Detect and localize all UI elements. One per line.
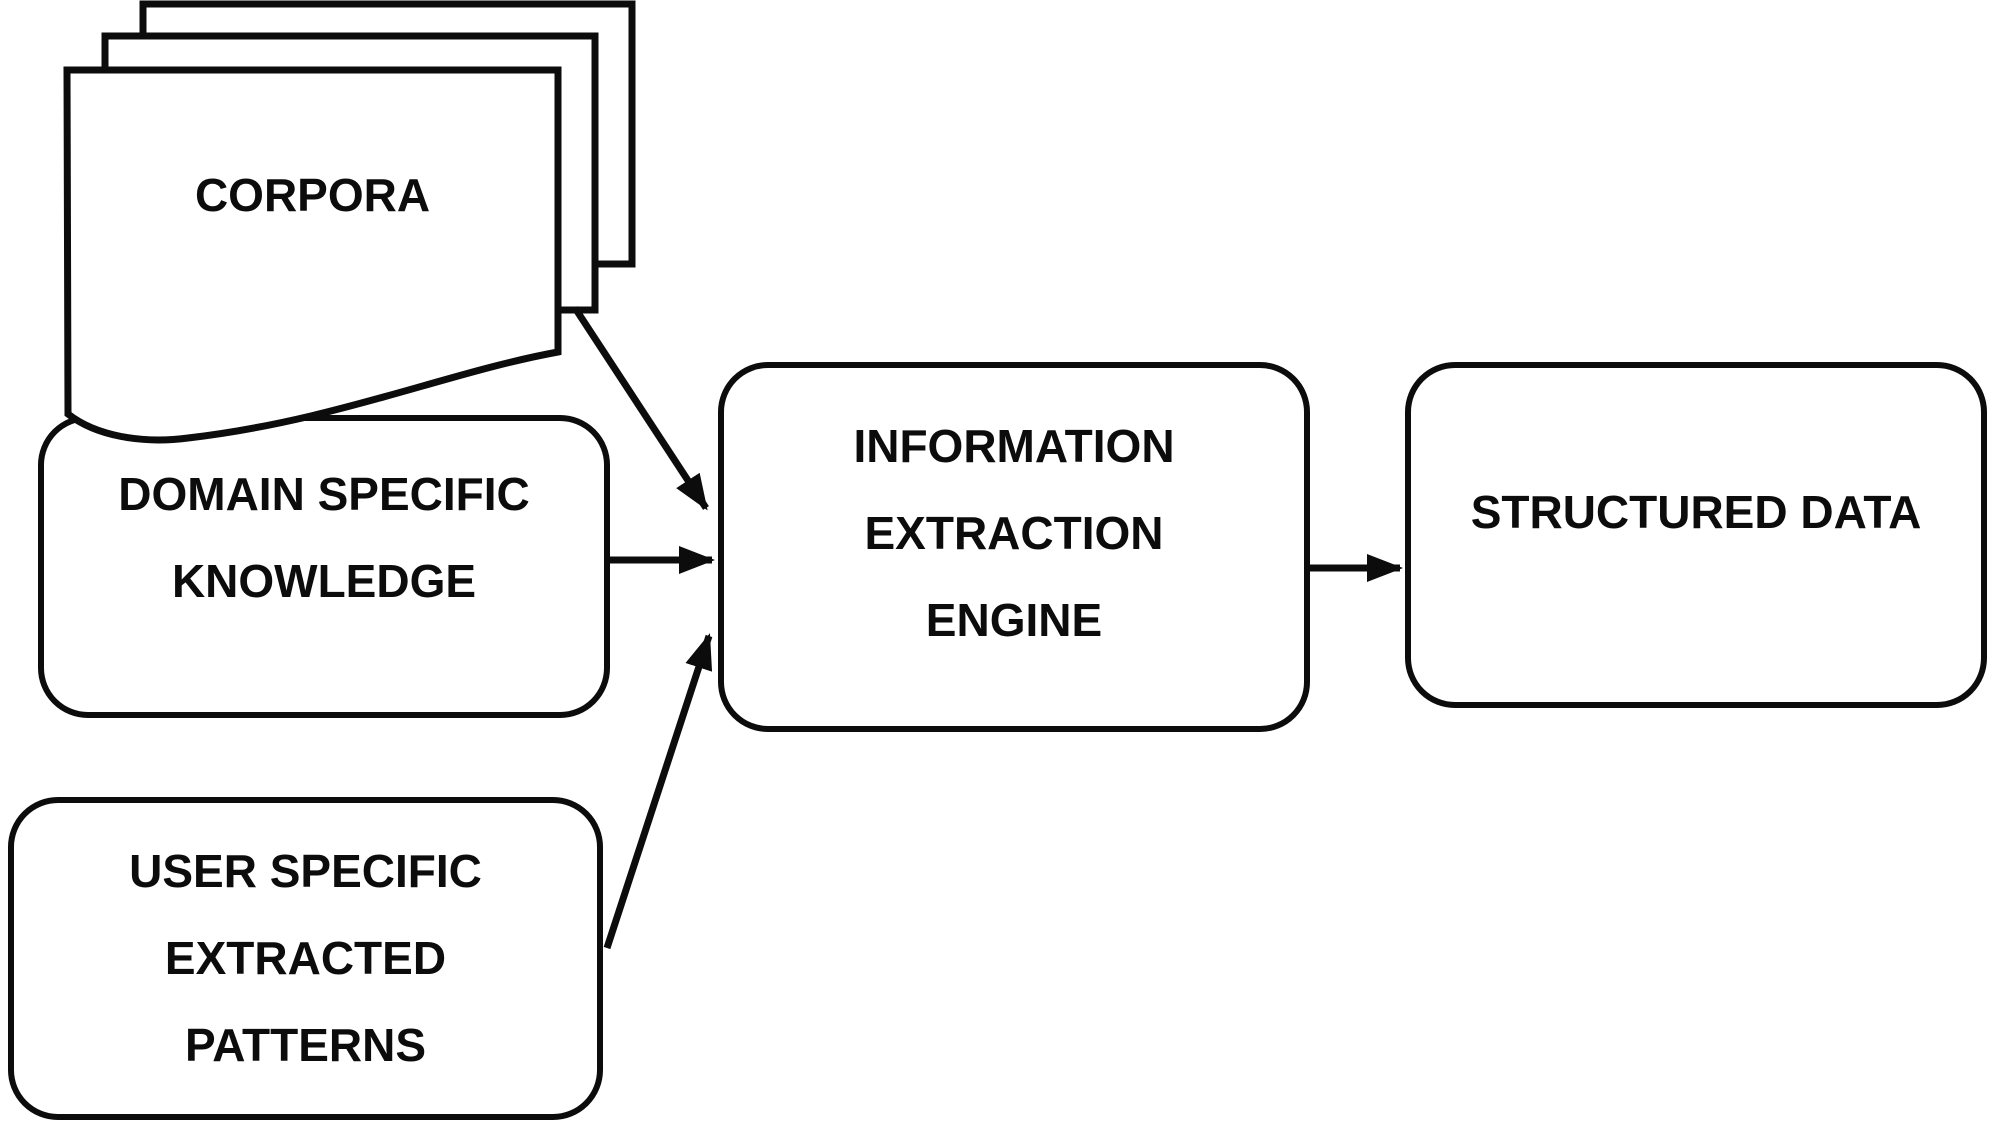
node-information-extraction-engine: INFORMATION EXTRACTION ENGINE [718, 362, 1310, 732]
arrow-user-patterns-to-engine [603, 633, 713, 950]
user-specific-extracted-patterns-label: USER SPECIFIC EXTRACTED PATTERNS [129, 828, 482, 1089]
label-line: PATTERNS [184, 1019, 427, 1071]
node-structured-data: STRUCTURED DATA [1405, 362, 1987, 708]
node-user-specific-extracted-patterns: USER SPECIFIC EXTRACTED PATTERNS [8, 797, 603, 1120]
domain-specific-knowledge-label: DOMAIN SPECIFIC KNOWLEDGE [118, 451, 529, 625]
corpora-label: CORPORA [194, 169, 431, 221]
label-line: KNOWLEDGE [171, 554, 477, 607]
node-domain-specific-knowledge: DOMAIN SPECIFIC KNOWLEDGE [38, 415, 610, 718]
corpora-node: CORPORA [67, 70, 558, 320]
structured-data-label: STRUCTURED DATA [1470, 486, 1922, 538]
label-line: EXTRACTION [864, 506, 1164, 559]
information-extraction-engine-label: INFORMATION EXTRACTION ENGINE [853, 403, 1174, 664]
label-line: EXTRACTED [164, 932, 447, 984]
label-line: USER SPECIFIC [129, 845, 482, 897]
label-line: ENGINE [925, 593, 1103, 646]
label-line: DOMAIN SPECIFIC [118, 467, 530, 520]
label-line: INFORMATION [853, 419, 1175, 472]
